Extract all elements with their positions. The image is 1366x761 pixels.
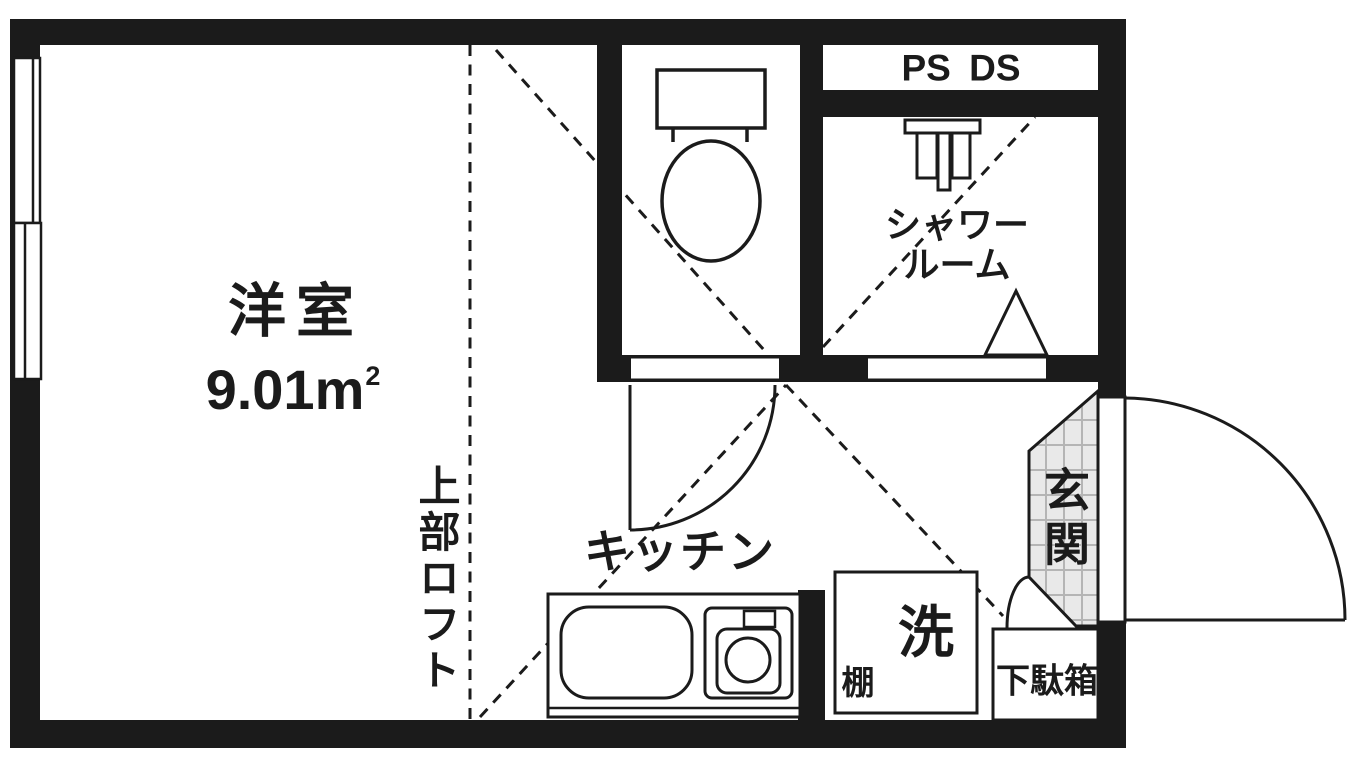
kitchen-sink xyxy=(559,605,694,700)
shower-door-triangle-icon xyxy=(982,287,1050,357)
toilet-door-sill xyxy=(629,356,781,381)
wall-toilet-shower-divider xyxy=(800,45,823,382)
shower-room-label: シャワー ルーム xyxy=(885,205,1029,285)
toilet-door-arc xyxy=(629,384,777,532)
kitchen-counter xyxy=(546,592,802,719)
main-room-label: 洋室 xyxy=(227,279,365,345)
ps-ds-label: PS DS xyxy=(901,47,1021,89)
shower-door-sill xyxy=(866,356,1048,381)
toilet-icon xyxy=(655,68,767,263)
wall-kitchen-stub xyxy=(798,590,825,720)
window-icon-lower xyxy=(12,221,43,381)
main-room-area-value: 9.01m xyxy=(205,358,365,422)
door-sills xyxy=(629,356,1048,381)
wall-psds-band xyxy=(823,90,1098,117)
wall-right-lower xyxy=(1098,622,1126,748)
washer-label: 洗 xyxy=(898,601,954,665)
shoe-cabinet-label: 下駄箱 xyxy=(996,662,1098,701)
shower-faucet-icon xyxy=(903,118,982,192)
wall-toilet-left xyxy=(597,45,622,382)
wall-bottom xyxy=(10,720,1126,748)
shower-room-label-line1: シャワー xyxy=(884,204,1030,245)
stove-icon xyxy=(703,606,794,700)
washer-box xyxy=(833,570,979,715)
entrance-door-leaf xyxy=(1096,395,1127,624)
kitchen-label: キッチン xyxy=(584,525,776,578)
stove-burner xyxy=(724,636,772,684)
wall-top xyxy=(10,19,1126,45)
entrance-door xyxy=(1096,395,1347,624)
loft-diagonal-main-room xyxy=(494,49,766,351)
main-room-area-exponent: 2 xyxy=(365,361,381,392)
loft-diagonal-kitchen xyxy=(478,383,788,719)
main-room-area: 9.01m2 xyxy=(206,359,381,421)
window-icon-upper xyxy=(12,56,42,225)
entrance-label: 玄関 xyxy=(1038,466,1090,574)
shoe-cabinet-box xyxy=(991,627,1100,722)
genkan-step-arc xyxy=(1005,575,1030,629)
loft-diagonal-shower xyxy=(821,115,1037,349)
windows xyxy=(12,56,43,381)
shower-room-label-line2: ルーム xyxy=(903,244,1011,285)
toilet-door xyxy=(628,384,777,532)
walls xyxy=(10,19,1126,748)
entrance-door-arc xyxy=(1124,396,1347,621)
loft-label: 上部ロフト xyxy=(413,464,460,694)
wall-right-upper xyxy=(1098,19,1126,397)
shelf-label: 棚 xyxy=(841,663,875,701)
